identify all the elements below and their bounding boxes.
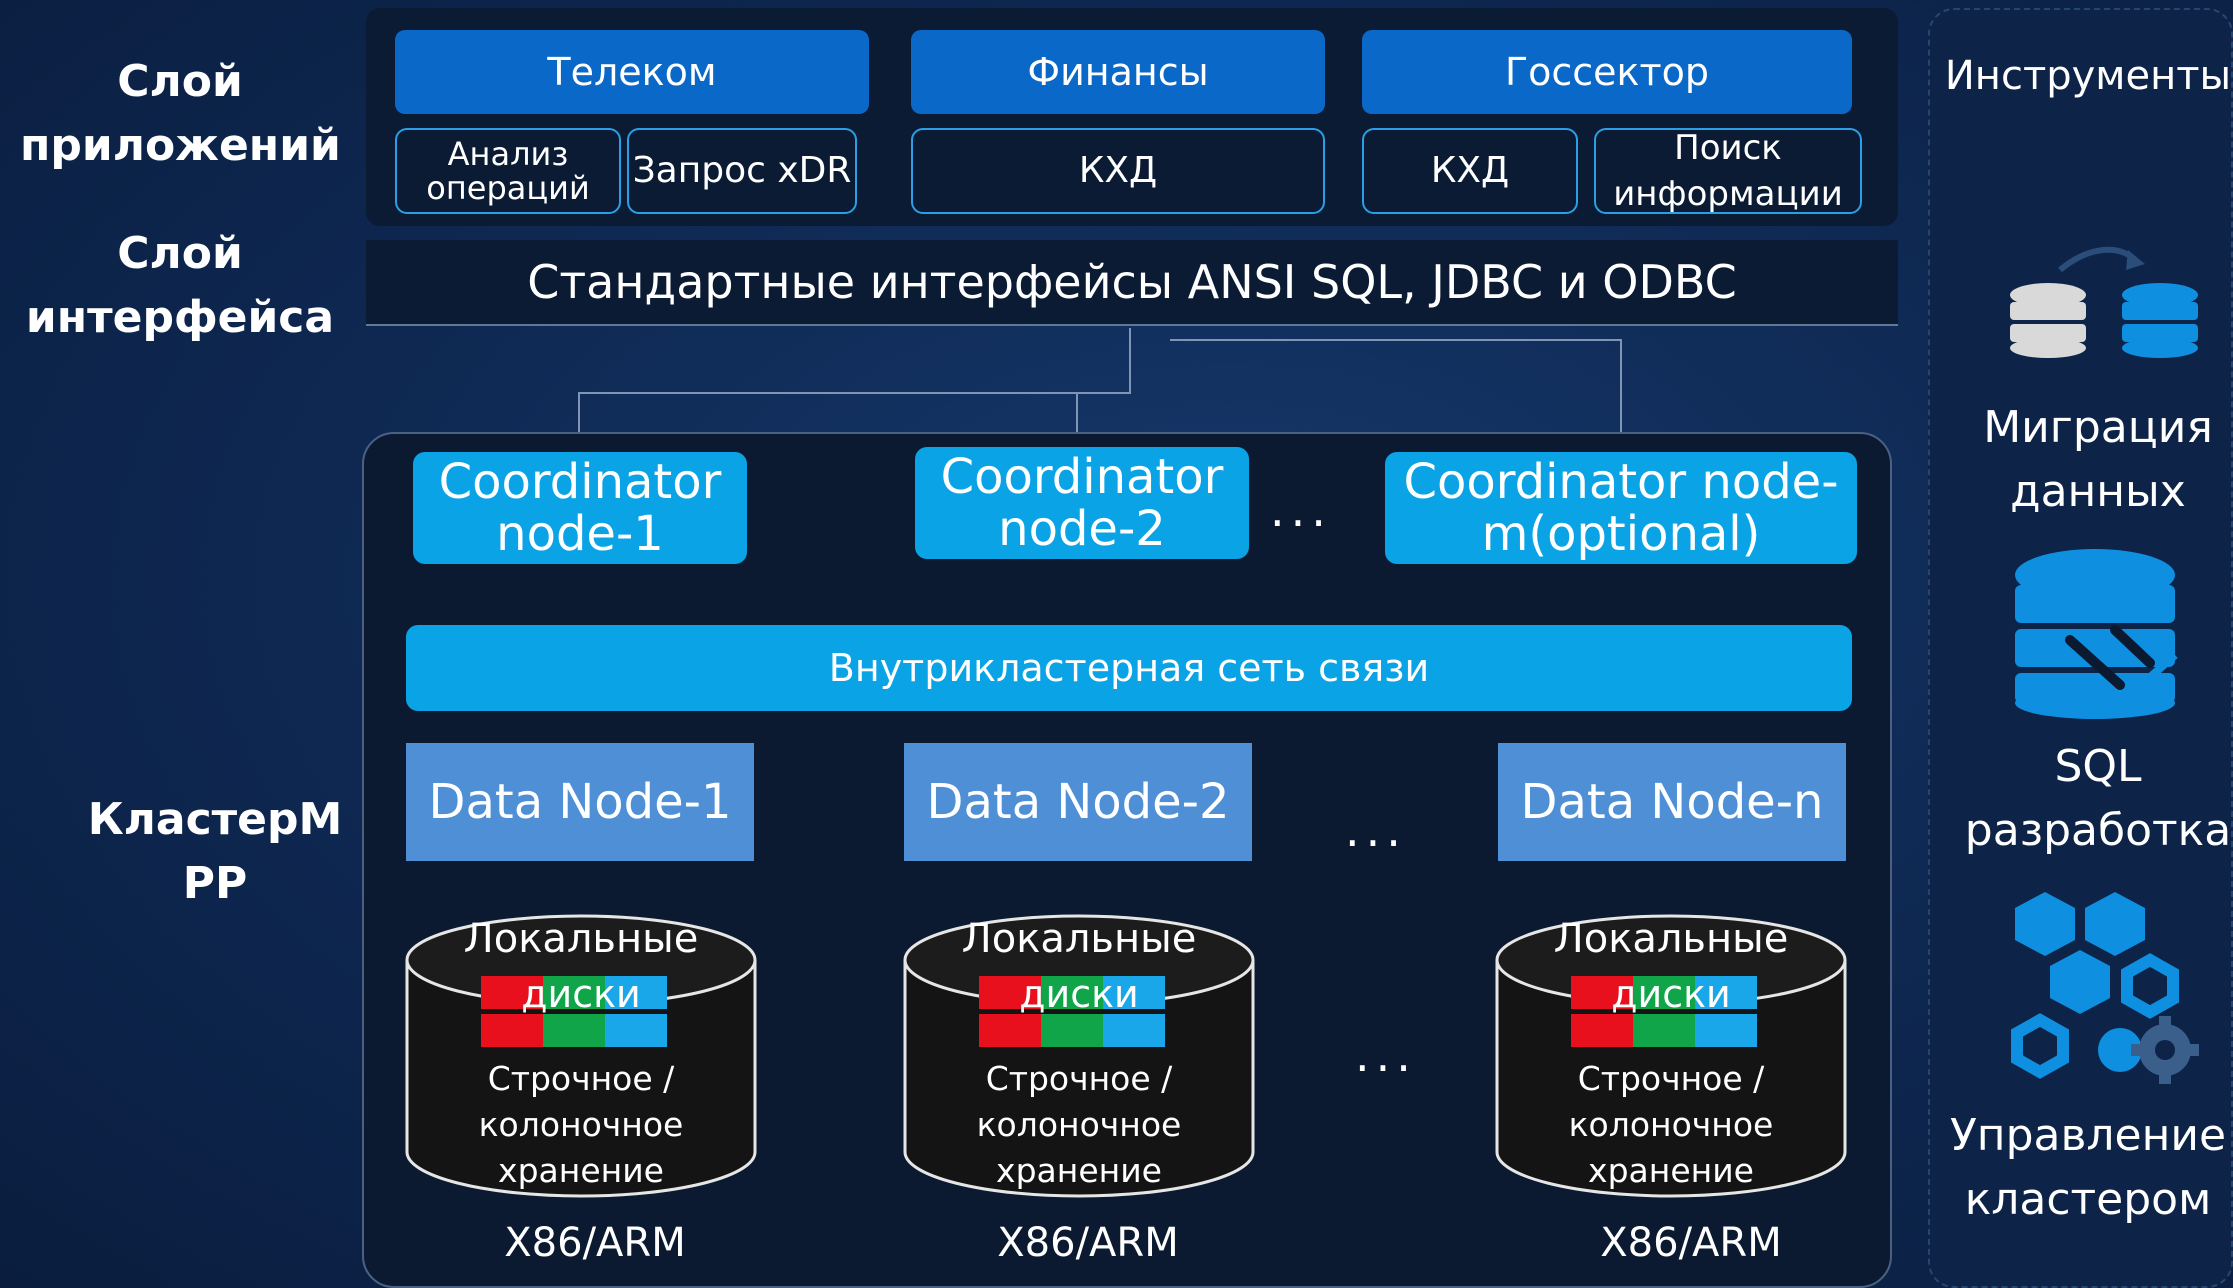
local-disk-2: Локальные диски Строчное / колоночное хр… <box>901 912 1257 1200</box>
coordinator-ellipsis: ... <box>1270 483 1332 537</box>
telecom-xdr-query: Запрос xDR <box>627 128 857 214</box>
data-node-n: Data Node-n <box>1498 743 1846 861</box>
interface-layer-label: Слой интерфейса <box>25 228 335 343</box>
government-dwh: КХД <box>1362 128 1578 214</box>
cylinder-icon <box>405 914 757 1198</box>
storage-type-text: Строчное / колоночное хранение <box>976 1059 1182 1190</box>
data-node-ellipsis: ... <box>1345 803 1407 857</box>
app-layer-label: Слой приложений <box>20 56 341 171</box>
coordinator-node-2: Coordinator node-2 <box>915 447 1249 559</box>
sql-development-label: SQL разработка <box>1964 741 2232 856</box>
disk-label-top: Локальные <box>463 916 699 962</box>
data-migration-label: Миграция данных <box>1983 402 2213 517</box>
local-disk-n: Локальные диски Строчное / колоночное хр… <box>1493 912 1849 1200</box>
data-node-1: Data Node-1 <box>406 743 754 861</box>
cluster-layer-label: КластерМ PP <box>87 794 343 909</box>
disk-label-mid: диски <box>1611 972 1731 1016</box>
intracluster-network: Внутрикластерная сеть связи <box>406 625 1852 711</box>
storage-type-text: Строчное / колоночное хранение <box>1568 1059 1774 1190</box>
sql-development-icon <box>2015 549 2178 719</box>
disk-label-top: Локальные <box>1553 916 1789 962</box>
government-info-search: Поиск информации <box>1594 128 1862 214</box>
cylinder-icon <box>903 914 1255 1198</box>
disk-label-mid: диски <box>1019 972 1139 1016</box>
data-node-2: Data Node-2 <box>904 743 1252 861</box>
interface-bar: Стандартные интерфейсы ANSI SQL, JDBC и … <box>366 240 1898 326</box>
arch-label-2: X86/ARM <box>997 1220 1179 1266</box>
disk-label-top: Локальные <box>961 916 1197 962</box>
finance-dwh: КХД <box>911 128 1325 214</box>
cluster-management-label: Управление кластером <box>1949 1110 2227 1225</box>
local-disk-1: Локальные диски Строчное / колоночное хр… <box>403 912 759 1200</box>
telecom-operation-analysis: Анализ операций <box>395 128 621 214</box>
disk-ellipsis: ... <box>1355 1028 1417 1082</box>
app-government: Госсектор <box>1362 30 1852 114</box>
arch-label-1: X86/ARM <box>504 1220 686 1266</box>
coordinator-node-m: Coordinator node- m(optional) <box>1385 452 1857 564</box>
data-migration-icon <box>2010 246 2198 358</box>
cylinder-icon <box>1495 914 1847 1198</box>
tools-title: Инструменты <box>1944 53 2232 99</box>
storage-type-text: Строчное / колоночное хранение <box>478 1059 684 1190</box>
app-finance: Финансы <box>911 30 1325 114</box>
arch-label-n: X86/ARM <box>1600 1220 1782 1266</box>
app-telecom: Телеком <box>395 30 869 114</box>
coordinator-node-1: Coordinator node-1 <box>413 452 747 564</box>
disk-label-mid: диски <box>521 972 641 1016</box>
cluster-management-icon <box>2011 892 2199 1084</box>
